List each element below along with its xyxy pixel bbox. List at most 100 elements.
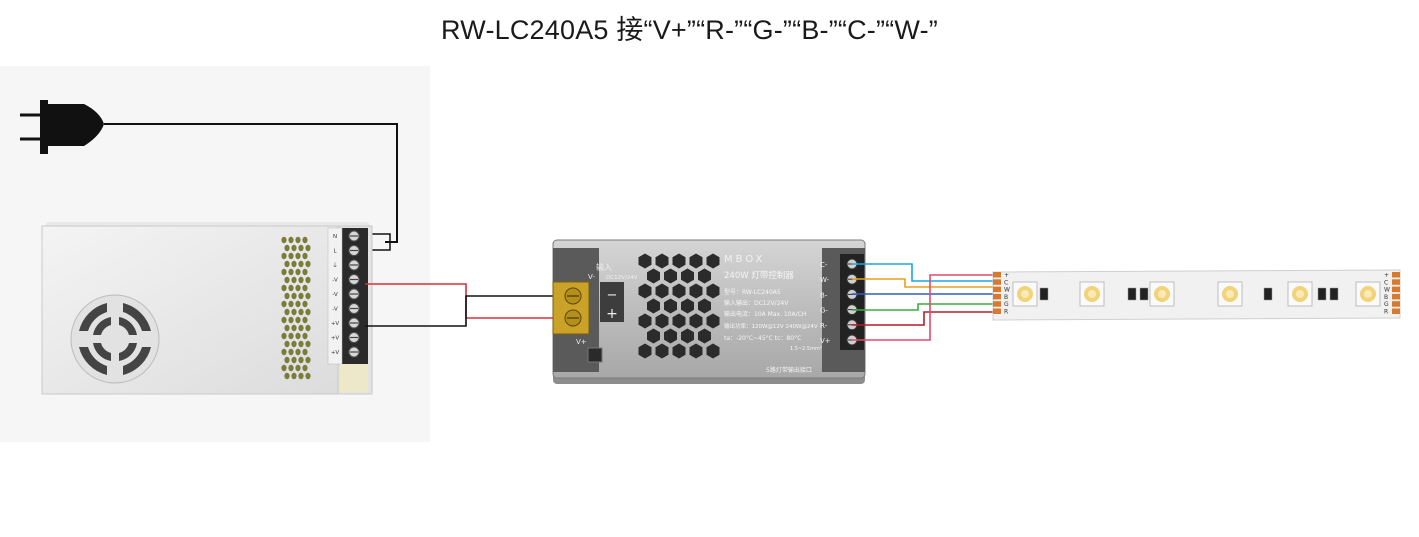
hex-vent bbox=[706, 283, 720, 299]
strip-pad-label: G bbox=[1004, 301, 1009, 308]
output-wires bbox=[852, 263, 995, 341]
strip-pad bbox=[1392, 286, 1400, 293]
psu-vent-hole bbox=[295, 236, 301, 244]
hex-vent bbox=[689, 343, 703, 359]
power-spec: 输出功率：120W@12V 240W@24V bbox=[724, 322, 818, 330]
psu-vent-hole bbox=[302, 268, 308, 276]
input-voltage: DC12V/24V bbox=[606, 275, 638, 281]
hex-vent bbox=[698, 268, 711, 284]
wire-g bbox=[852, 303, 995, 311]
v-plus-label: V+ bbox=[576, 338, 587, 346]
psu-vent-hole bbox=[288, 252, 294, 260]
psu-vent-hole bbox=[288, 332, 294, 340]
plug-body bbox=[48, 104, 104, 146]
hex-vent bbox=[698, 298, 711, 314]
psu-vent-hole bbox=[295, 364, 301, 372]
psu-terminal-screws bbox=[348, 230, 360, 358]
strip-body bbox=[992, 269, 1401, 321]
strip-pad bbox=[1392, 293, 1400, 300]
model-number: 型号：RW-LC240A5 bbox=[724, 288, 781, 296]
psu-vent-hole bbox=[305, 244, 311, 252]
psu-vent-hole bbox=[291, 276, 297, 284]
hex-vent bbox=[638, 343, 652, 359]
psu-vent-hole bbox=[302, 252, 308, 260]
strip-resistor bbox=[1317, 287, 1327, 301]
strip-pad-label: C bbox=[1384, 279, 1388, 286]
output-terminal-label: G- bbox=[820, 307, 828, 315]
psu-vent-hole bbox=[281, 252, 287, 260]
psu-vent-hole bbox=[305, 356, 311, 364]
output-port-label: 5路灯带输出接口 bbox=[766, 366, 812, 374]
strip-pad-label: G bbox=[1384, 301, 1389, 308]
psu-vent-hole bbox=[298, 276, 304, 284]
psu-terminal-label: +V bbox=[331, 336, 340, 342]
brand-logo: MBOX bbox=[724, 254, 765, 265]
psu-terminal-label: -V bbox=[332, 307, 338, 313]
wire-r bbox=[852, 311, 995, 326]
hex-vent bbox=[672, 283, 686, 299]
psu-vent-hole bbox=[284, 308, 290, 316]
minus-sign: − bbox=[607, 288, 618, 303]
led-core bbox=[1088, 290, 1096, 298]
strip-pad bbox=[993, 279, 1001, 285]
mode-button[interactable] bbox=[587, 347, 603, 363]
psu-vent-hole bbox=[295, 316, 301, 324]
psu-vent-hole bbox=[291, 308, 297, 316]
hex-vent bbox=[655, 283, 669, 299]
temp-spec: ta：-20°C~45°C tc：80°C bbox=[724, 335, 801, 342]
psu-vent-hole bbox=[305, 276, 311, 284]
output-terminal-label: R- bbox=[820, 322, 828, 330]
strip-pad bbox=[1392, 301, 1400, 307]
psu-terminal-label-group: NL⏚-V-V-V+V+V+V bbox=[331, 234, 340, 356]
hex-vent bbox=[706, 343, 720, 359]
led-core bbox=[1021, 290, 1029, 298]
product-name: 240W 灯带控制器 bbox=[724, 270, 794, 281]
psu-vent-hole bbox=[295, 332, 301, 340]
led-core bbox=[1296, 290, 1304, 298]
psu-vents bbox=[281, 236, 311, 380]
hex-vent bbox=[647, 298, 660, 314]
psu-vent-hole bbox=[284, 356, 290, 364]
strip-pad-label: C bbox=[1004, 279, 1008, 286]
wire-plus bbox=[852, 274, 995, 341]
psu-vent-hole bbox=[291, 324, 297, 332]
psu-vent-hole bbox=[288, 236, 294, 244]
hex-vent bbox=[638, 253, 652, 269]
psu-vent-hole bbox=[302, 364, 308, 372]
psu-vent-hole bbox=[281, 364, 287, 372]
psu-vent-hole bbox=[288, 300, 294, 308]
psu-vent-hole bbox=[281, 316, 287, 324]
strip-resistor bbox=[1127, 287, 1137, 301]
strip-resistor bbox=[1039, 287, 1049, 301]
strip-pad-label: B bbox=[1384, 294, 1388, 301]
hex-vent bbox=[664, 328, 677, 344]
psu-vent-hole bbox=[305, 308, 311, 316]
hex-vent bbox=[638, 313, 652, 329]
psu-vent-hole bbox=[305, 340, 311, 348]
psu-vent-hole bbox=[281, 268, 287, 276]
strip-pad bbox=[993, 293, 1001, 300]
psu-vent-hole bbox=[284, 260, 290, 268]
psu-vent-hole bbox=[302, 300, 308, 308]
psu-vent-hole bbox=[281, 284, 287, 292]
psu-vent-hole bbox=[291, 260, 297, 268]
psu-vent-hole bbox=[305, 260, 311, 268]
plug-shaft bbox=[40, 100, 48, 154]
hex-vent bbox=[706, 253, 720, 269]
psu-vent-hole bbox=[288, 348, 294, 356]
io-spec: 输入输出：DC12V/24V bbox=[724, 299, 789, 307]
strip-pad-label: R bbox=[1004, 309, 1008, 316]
strip-pad-label: + bbox=[1384, 272, 1389, 279]
strip-pad bbox=[993, 272, 1001, 278]
psu-fan bbox=[70, 294, 160, 384]
strip-pad-label: W bbox=[1004, 287, 1010, 294]
psu-vent-hole bbox=[295, 268, 301, 276]
page-title: RW-LC240A5 接“V+”“R-”“G-”“B-”“C-”“W-” bbox=[441, 15, 938, 45]
psu-label-sticker bbox=[340, 364, 368, 392]
hex-vent bbox=[655, 253, 669, 269]
strip-pad-label: R bbox=[1384, 309, 1388, 316]
psu-terminal-label: +V bbox=[331, 321, 340, 327]
